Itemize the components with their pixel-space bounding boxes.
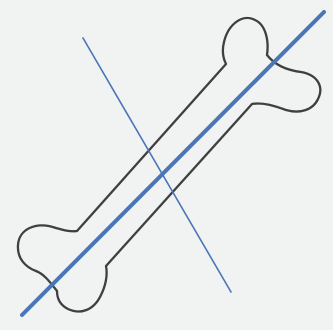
bone-diagram-canvas (0, 0, 333, 330)
bone-diagram (0, 0, 333, 330)
